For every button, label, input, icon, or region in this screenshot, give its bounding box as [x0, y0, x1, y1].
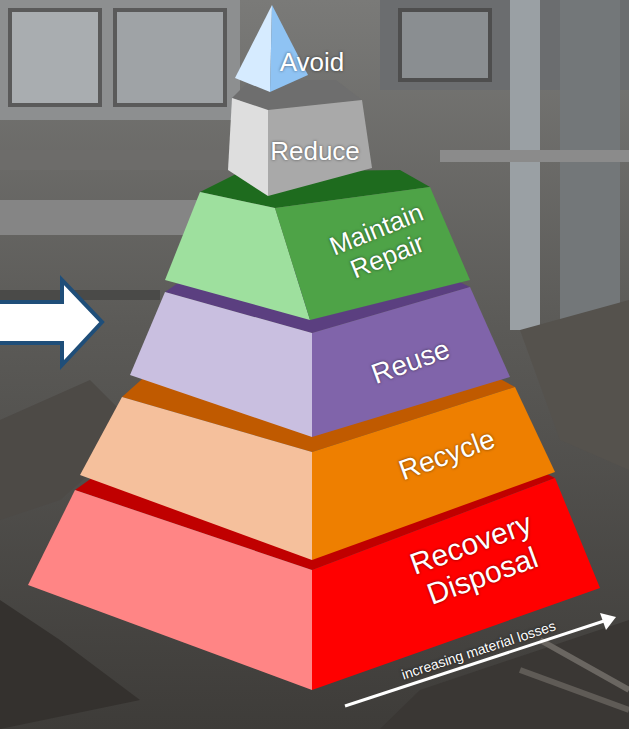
pyramid-layer: Reduce: [228, 80, 372, 196]
pyramid-layer: Avoid: [235, 5, 308, 92]
layer-label: Reduce: [270, 137, 360, 166]
pyramid-layer: Maintain Repair: [165, 170, 470, 320]
layer-face: [312, 478, 600, 690]
layer-label: Avoid: [280, 48, 345, 77]
layer-face: [235, 5, 272, 92]
layer-face: [28, 490, 312, 690]
